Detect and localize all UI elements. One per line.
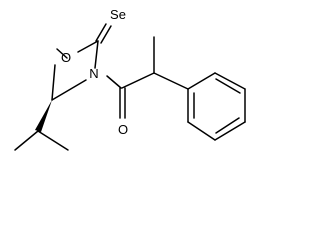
bond-c2-se-b — [100, 25, 112, 44]
molecule-drawing: O Se N O — [14, 7, 246, 151]
bond-o1-c2 — [77, 40, 99, 53]
bond-n3-c4 — [51, 79, 87, 101]
structure-diagram: O Se N O — [14, 7, 246, 151]
bond-isopropyl-methyl-a — [14, 130, 39, 151]
atom-selenium: Se — [110, 7, 126, 22]
bond-ph-5-6 — [187, 121, 216, 141]
bond-carbonyl-alpha — [121, 72, 155, 89]
bond-ph-1-2 — [187, 72, 216, 90]
bond-c2-se-a — [95, 23, 107, 42]
stereo-wedge-bond — [35, 100, 52, 132]
bond-c2-n3 — [94, 40, 99, 69]
bond-ph-inner-b — [215, 117, 240, 134]
bond-n3-carbonyl — [106, 75, 122, 89]
bond-isopropyl-methyl-b — [37, 130, 69, 151]
bond-ph-2-3 — [214, 72, 246, 90]
atom-oxygen-ring: O — [61, 50, 71, 65]
bond-c4-c5 — [51, 64, 56, 101]
atom-oxygen-carbonyl: O — [118, 122, 128, 137]
bond-ph-inner-a — [215, 78, 241, 94]
bond-ph-4-5 — [214, 121, 246, 141]
atom-nitrogen: N — [89, 66, 98, 81]
bond-alpha-phenyl — [153, 72, 189, 90]
bond-c5-o1 — [56, 48, 68, 59]
